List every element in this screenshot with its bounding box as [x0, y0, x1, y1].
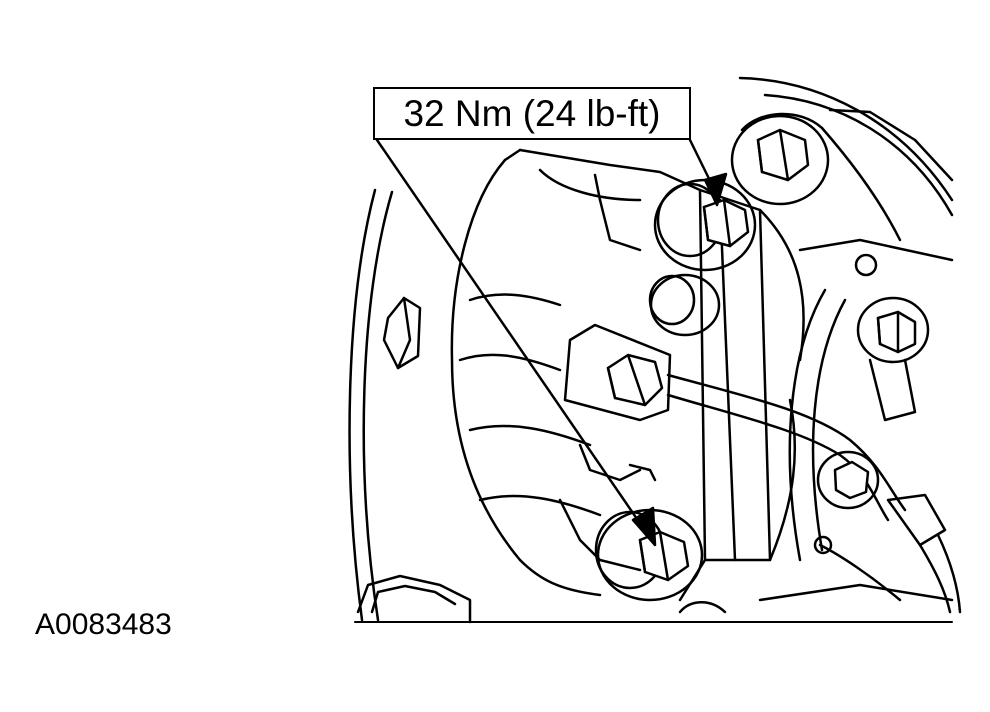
caliper-bracket: [698, 188, 805, 562]
upper-guide-pin-bolt: [653, 178, 757, 272]
callout-leaders: [375, 138, 728, 547]
torque-value: 32 Nm (24 lb-ft): [403, 92, 661, 134]
lower-assembly: [354, 535, 954, 624]
hose-bracket-bolt: [563, 323, 672, 422]
dust-shield: [738, 76, 954, 562]
knuckle-lower-bolt: [816, 296, 930, 510]
knuckle-upper-bolt: [730, 112, 830, 206]
middle-boss: [648, 273, 721, 337]
brake-hose: [666, 373, 962, 614]
brake-rotor: [348, 188, 422, 622]
torque-callout: 32 Nm (24 lb-ft): [373, 87, 691, 140]
caliper-body: [450, 148, 707, 602]
figure-id: A0083483: [35, 608, 172, 641]
lower-guide-pin-bolt: [594, 508, 704, 602]
